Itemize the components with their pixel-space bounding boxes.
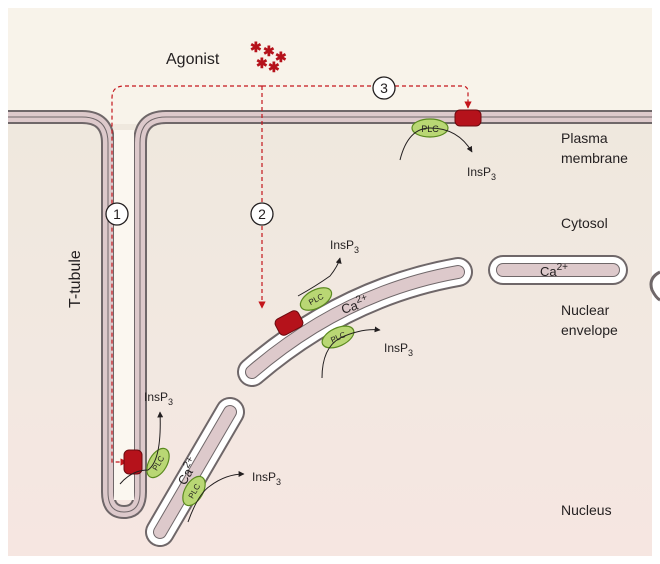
nuclear-envelope-label-line1: Nuclear [561, 302, 610, 318]
agonist-label: Agonist [166, 51, 220, 68]
svg-text:✱: ✱ [250, 39, 262, 55]
plc-enzyme-nuclear-outer: PLC [299, 287, 333, 311]
insp3-label-nuclear-outer: InsP3 [330, 238, 359, 255]
pathway-number-1: 1 [113, 206, 121, 222]
t-tubule-label: T-tubule [67, 250, 84, 308]
nucleus-label: Nucleus [561, 502, 612, 518]
pathway-badge-3: 3 [372, 76, 396, 100]
nuclear-envelope-segment-lower [145, 397, 245, 547]
svg-text:✱: ✱ [263, 43, 275, 59]
calcium-label-middle: Ca2+ [339, 292, 371, 317]
cytosol-label: Cytosol [561, 215, 608, 231]
calcium-label-right: Ca2+ [540, 262, 568, 279]
plasma-membrane-label-line2: membrane [561, 150, 628, 166]
svg-text:✱: ✱ [256, 55, 268, 71]
plc-enzyme-nuclear-inner: PLC [321, 325, 355, 349]
plasma-membrane-label-line1: Plasma [561, 130, 608, 146]
pathway-number-3: 3 [380, 80, 388, 96]
pathway-badge-2: 2 [250, 202, 274, 226]
svg-text:✱: ✱ [275, 49, 287, 65]
receptor-plasma-membrane [454, 109, 482, 127]
insp3-arrows [119, 127, 473, 523]
insp3-label-nuclear-inner: InsP3 [384, 341, 413, 358]
pathway-badge-1: 1 [105, 202, 129, 226]
receptor-nuclear-envelope [274, 310, 304, 336]
nuclear-envelope-segment-edge [649, 270, 660, 302]
insp3-label-nuclear-lower: InsP3 [252, 470, 281, 487]
agonist-molecules: ✱ ✱ ✱ ✱ ✱ [250, 39, 287, 75]
plc-label: PLC [421, 124, 439, 134]
receptor-t-tubule [123, 449, 143, 475]
plasma-membrane [8, 110, 652, 519]
plc-enzyme-t-tubule: PLC [146, 447, 170, 479]
nuclear-envelope-label-line2: envelope [561, 322, 618, 338]
signaling-pathways [111, 85, 472, 466]
insp3-label-t-tubule: InsP3 [144, 390, 173, 407]
svg-text:✱: ✱ [268, 59, 280, 75]
plc-enzyme-nuclear-lower: PLC [182, 475, 206, 507]
pathway-number-2: 2 [258, 206, 266, 222]
t-tubule-lumen [114, 130, 134, 500]
insp3-label-plasma: InsP3 [467, 165, 496, 182]
nuclear-envelope-segment-middle [237, 257, 473, 387]
